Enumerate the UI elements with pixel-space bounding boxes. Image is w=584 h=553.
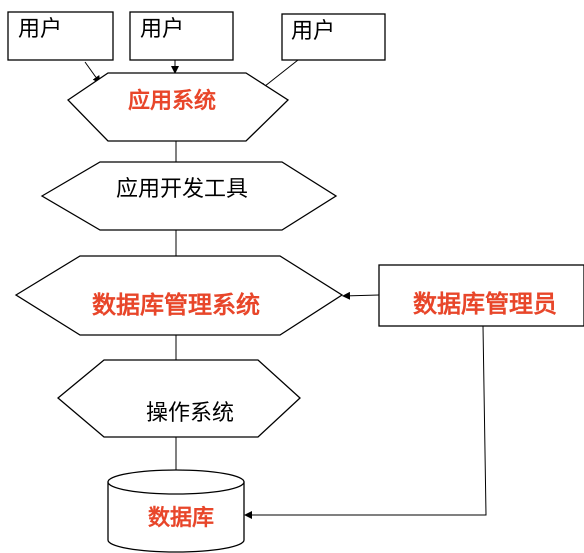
os-node: 操作系统 <box>56 359 301 438</box>
user-box-2: 用户 <box>129 11 234 61</box>
database-node: 数据库 <box>107 469 245 553</box>
dbms-label: 数据库管理系统 <box>92 290 260 319</box>
user-label-3: 用户 <box>291 19 335 44</box>
edge-user3-app <box>259 59 299 91</box>
dbms-node: 数据库管理系统 <box>14 255 344 336</box>
database-label: 数据库 <box>148 505 214 531</box>
dba-label: 数据库管理员 <box>413 289 557 318</box>
dev-tools-node: 应用开发工具 <box>40 161 338 231</box>
application-system-label: 应用系统 <box>128 88 216 114</box>
dev-tools-label: 应用开发工具 <box>116 177 248 202</box>
application-system-node: 应用系统 <box>66 72 290 142</box>
user-box-3: 用户 <box>281 13 386 61</box>
user-box-1: 用户 <box>7 11 114 61</box>
edge-dba-dbms <box>342 291 380 300</box>
user-label-2: 用户 <box>140 17 184 42</box>
user-label-1: 用户 <box>18 17 62 42</box>
edge-dba-db <box>244 325 487 519</box>
os-label: 操作系统 <box>146 401 234 426</box>
dba-box: 数据库管理员 <box>378 264 584 327</box>
